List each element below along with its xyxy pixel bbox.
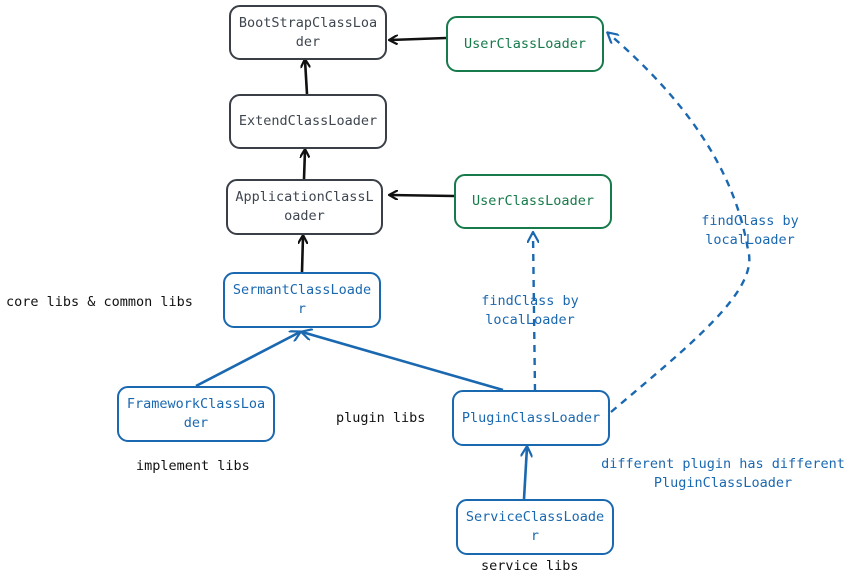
dashed-arrow-plugin-to-usertop [608,33,751,413]
arrow-framework-to-sermant [195,332,300,388]
arrow-plugin-to-sermant [302,332,504,392]
node-plugin-classloader: PluginClassLoader [452,390,610,446]
node-user-classloader-top: UserClassLoader [446,16,604,72]
node-bootstrap-classloader: BootStrapClassLoader [229,5,387,60]
label-implement-libs: implement libs [136,458,250,474]
label-plugin-libs: plugin libs [336,410,426,426]
node-extend-classloader: ExtendClassLoader [229,94,387,149]
node-application-classloader: ApplicationClassLoader [226,179,383,235]
label-core-libs: core libs & common libs [6,294,193,310]
arrow-sermant-to-application [302,236,303,273]
label-findclass-mid: findClass by localLoader [481,293,579,328]
dashed-arrow-plugin-to-usermid [533,233,535,392]
node-sermant-classloader: SermantClassLoader [223,272,381,328]
label-findclass-right: findClass by localLoader [701,213,799,248]
node-framework-classloader: FrameworkClassLoader [117,386,275,442]
label-plugin-note: different plugin has different PluginCla… [601,456,845,491]
arrow-service-to-plugin [524,447,527,500]
arrow-usertop-to-bootstrap [390,38,447,40]
arrow-extend-to-bootstrap [305,60,307,95]
arrow-usermid-to-application [390,195,455,196]
label-service-libs: service libs [481,558,579,574]
node-service-classloader: ServiceClassLoader [456,499,614,555]
node-user-classloader-mid: UserClassLoader [454,174,612,229]
arrow-application-to-extend [304,150,305,180]
